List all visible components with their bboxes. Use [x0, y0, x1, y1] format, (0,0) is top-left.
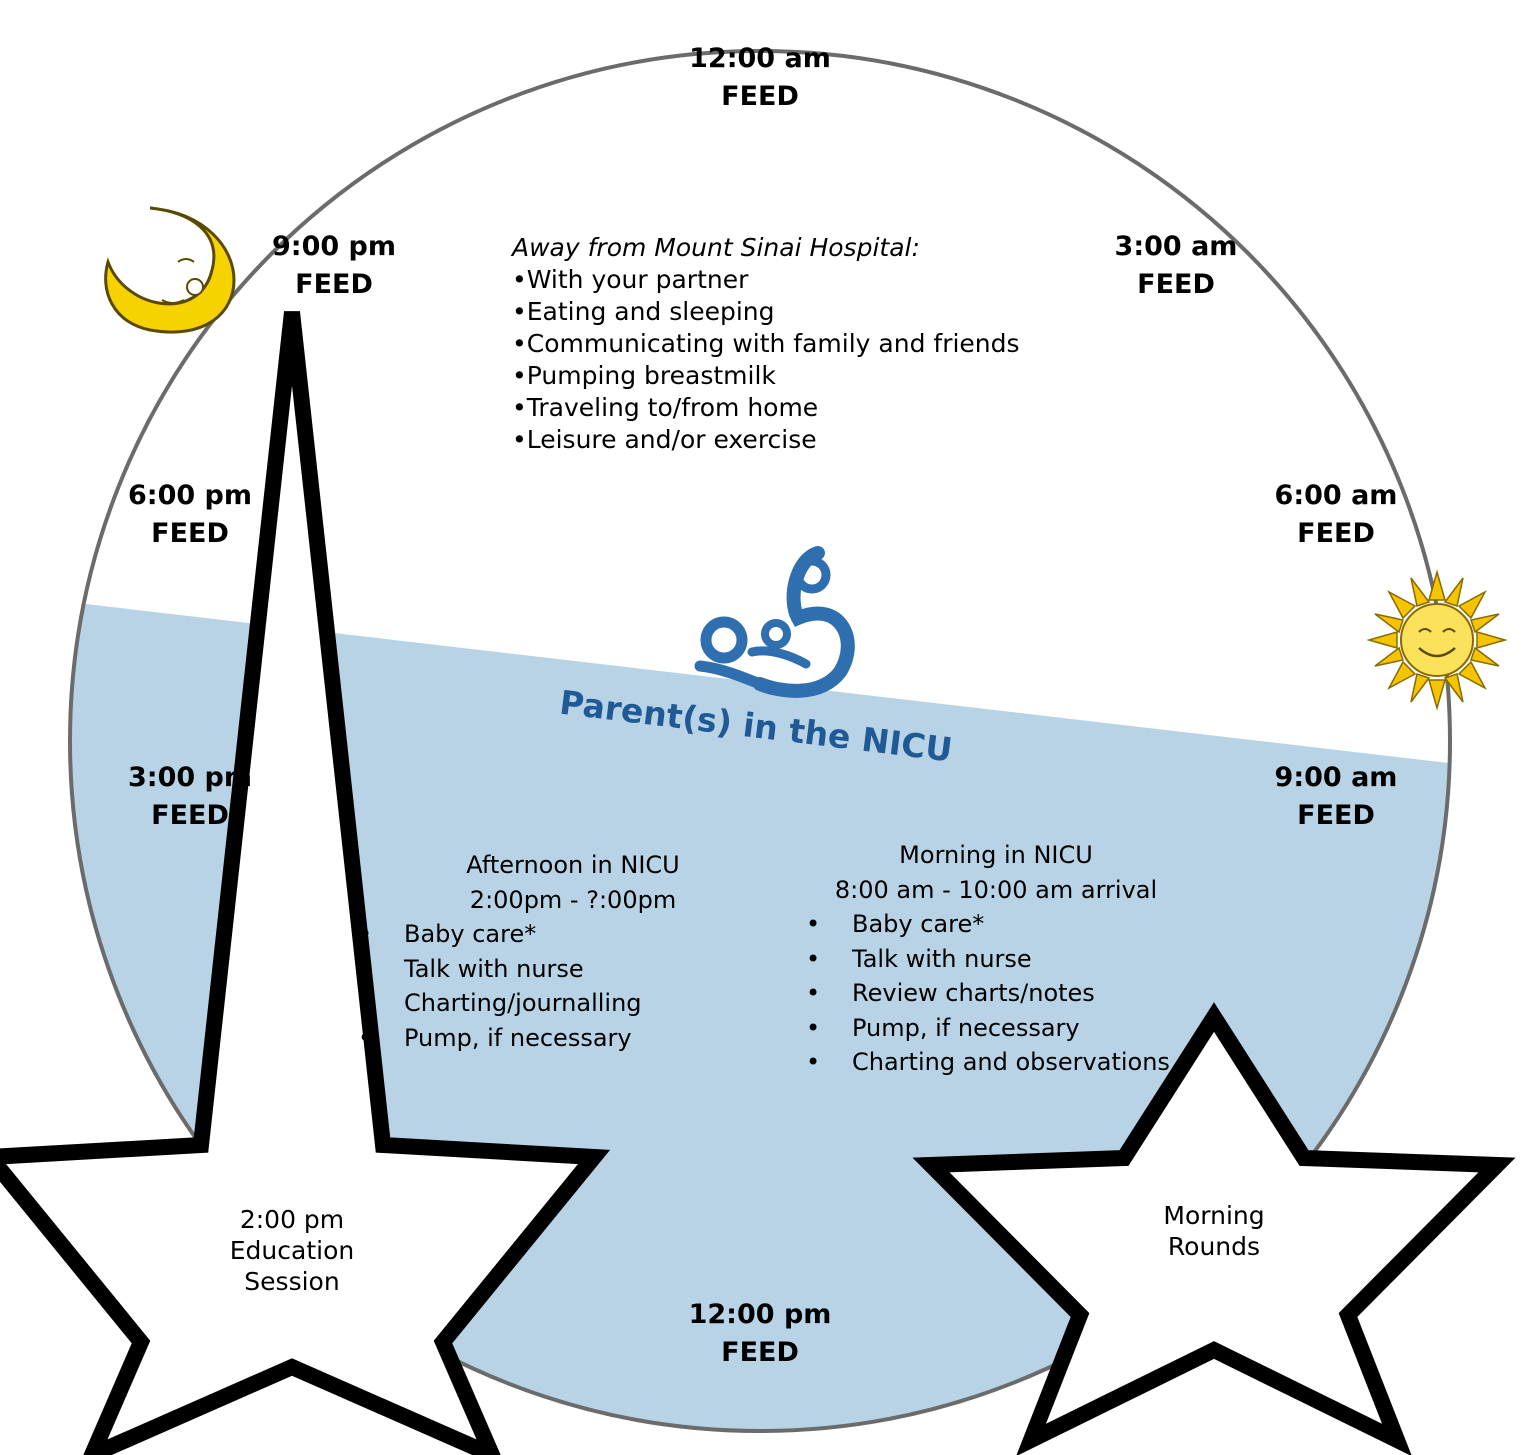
time-12pm: 12:00 pm FEED — [660, 1296, 860, 1372]
time-3am: 3:00 am FEED — [1076, 228, 1276, 304]
time-text: 6:00 am — [1274, 480, 1398, 511]
star-line: Education — [229, 1236, 355, 1265]
list-item: Pump, if necessary — [358, 1021, 788, 1056]
feed-text: FEED — [1297, 800, 1375, 831]
time-text: 12:00 pm — [688, 1299, 832, 1330]
away-item: •Traveling to/from home — [512, 393, 819, 422]
star-line: Session — [244, 1267, 340, 1296]
sun-icon — [1366, 569, 1508, 711]
star-line: Rounds — [1167, 1232, 1261, 1261]
morning-block: Morning in NICU 8:00 am - 10:00 am arriv… — [806, 838, 1186, 1080]
afternoon-block: Afternoon in NICU 2:00pm - ?:00pm Baby c… — [358, 848, 788, 1055]
star-left — [0, 311, 611, 1455]
feed-text: FEED — [721, 81, 799, 112]
afternoon-list: Baby care* Talk with nurse Charting/jour… — [358, 917, 788, 1055]
feed-text: FEED — [1297, 518, 1375, 549]
moon-icon — [104, 206, 236, 334]
star-line: 2:00 pm — [239, 1205, 345, 1234]
list-item: Charting/journalling — [358, 986, 788, 1021]
away-item: •Leisure and/or exercise — [512, 425, 817, 454]
education-session-label: 2:00 pm Education Session — [192, 1204, 392, 1297]
time-6am: 6:00 am FEED — [1236, 477, 1436, 553]
star-right — [912, 1002, 1516, 1455]
list-item: Charting and observations — [806, 1045, 1186, 1080]
morning-heading: Morning in NICU — [899, 841, 1093, 869]
time-3pm: 3:00 pm FEED — [90, 759, 290, 835]
list-item: Talk with nurse — [806, 942, 1186, 977]
away-item: •Communicating with family and friends — [512, 329, 1020, 358]
list-item: Pump, if necessary — [806, 1011, 1186, 1046]
away-item: •Eating and sleeping — [512, 297, 775, 326]
time-12am: 12:00 am FEED — [660, 40, 860, 116]
time-text: 9:00 pm — [271, 231, 397, 262]
away-item: •With your partner — [512, 265, 749, 294]
morning-list: Baby care* Talk with nurse Review charts… — [806, 907, 1186, 1080]
away-title: Away from Mount Sinai Hospital: — [512, 233, 920, 262]
feed-text: FEED — [151, 800, 229, 831]
star-line: Morning — [1163, 1201, 1265, 1230]
feed-text: FEED — [1137, 269, 1215, 300]
time-6pm: 6:00 pm FEED — [90, 477, 290, 553]
list-item: Review charts/notes — [806, 976, 1186, 1011]
morning-rounds-label: Morning Rounds — [1114, 1200, 1314, 1262]
list-item: Baby care* — [358, 917, 788, 952]
morning-hours: 8:00 am - 10:00 am arrival — [834, 875, 1158, 904]
time-text: 9:00 am — [1274, 762, 1398, 793]
parents-logo-icon — [694, 546, 855, 698]
feed-text: FEED — [151, 518, 229, 549]
time-text: 12:00 am — [689, 43, 831, 74]
time-text: 3:00 pm — [127, 762, 253, 793]
feed-text: FEED — [721, 1337, 799, 1368]
time-text: 3:00 am — [1114, 231, 1238, 262]
away-item: •Pumping breastmilk — [512, 361, 776, 390]
time-text: 6:00 pm — [127, 480, 253, 511]
away-activities: Away from Mount Sinai Hospital: •With yo… — [512, 232, 1020, 456]
afternoon-hours: 2:00pm - ?:00pm — [469, 885, 677, 914]
time-9pm: 9:00 pm FEED — [234, 228, 434, 304]
afternoon-heading: Afternoon in NICU — [466, 851, 680, 879]
feed-text: FEED — [295, 269, 373, 300]
time-9am: 9:00 am FEED — [1236, 759, 1436, 835]
clock-circle — [68, 49, 1452, 1433]
list-item: Baby care* — [806, 907, 1186, 942]
list-item: Talk with nurse — [358, 952, 788, 987]
